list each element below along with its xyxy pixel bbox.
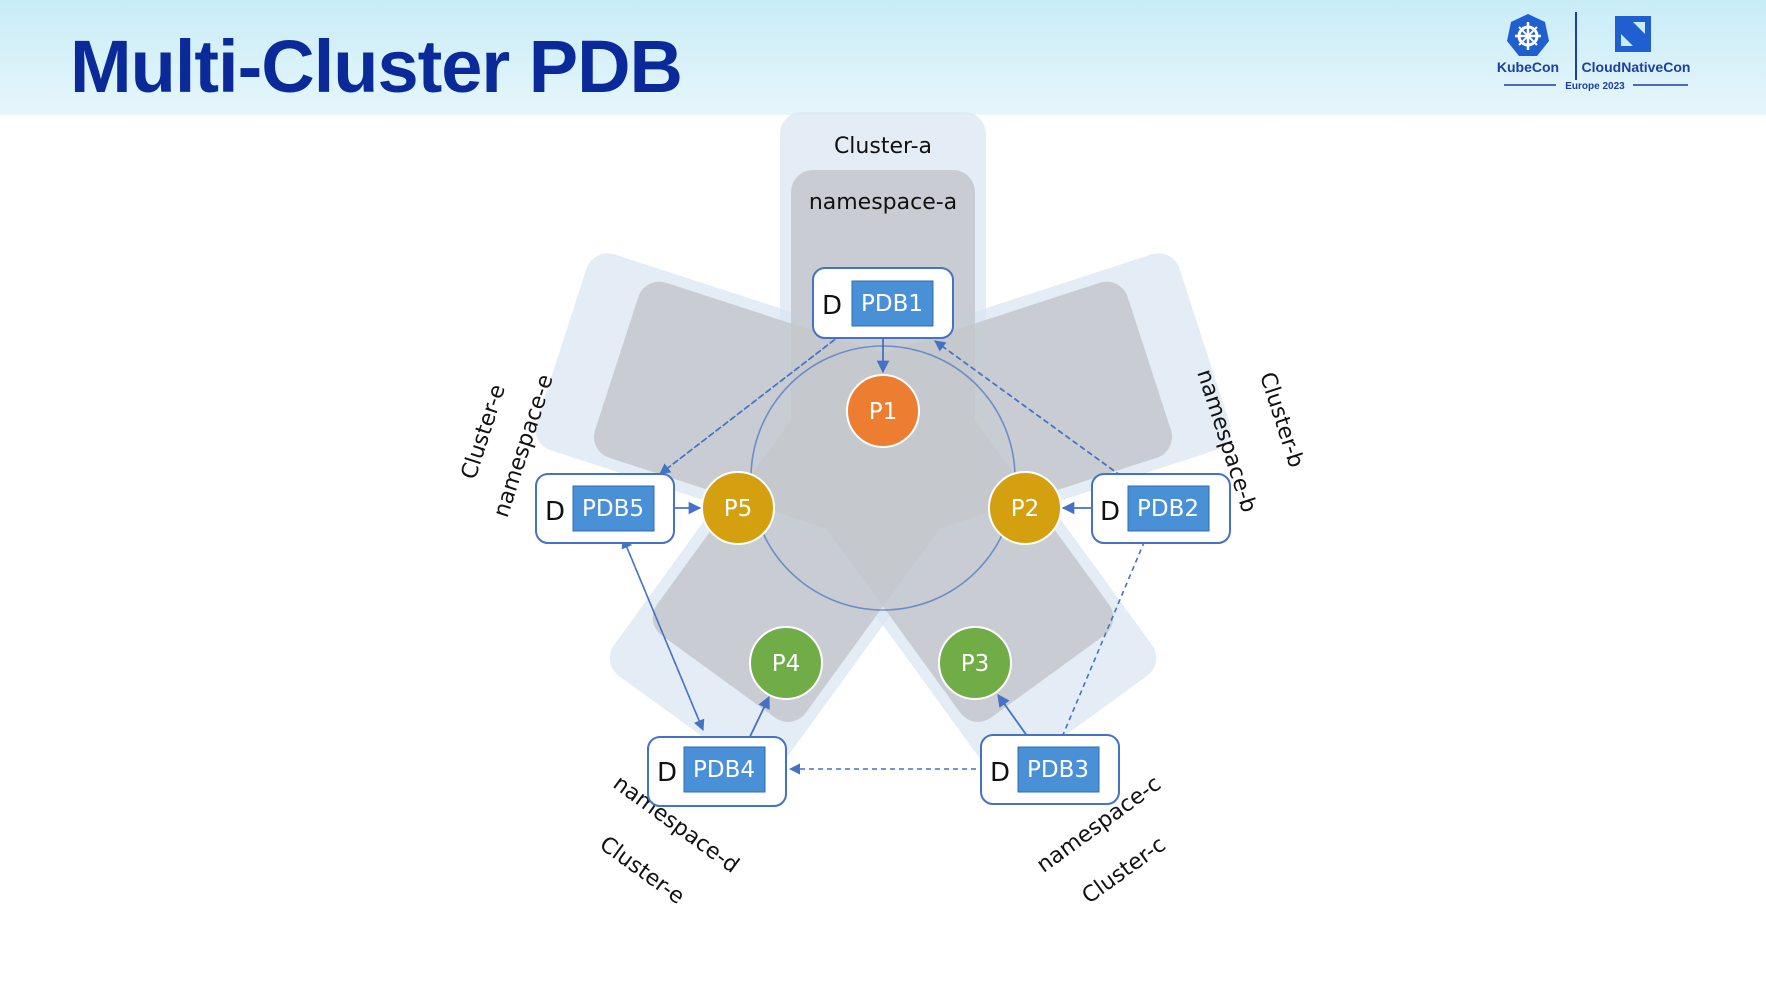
pdb1-d-label: D [822,291,842,321]
namespace-a-label: namespace-a [809,190,957,215]
pdb5-label: PDB5 [582,496,644,522]
sync-arrow-pdb4-pdb5 [621,536,704,731]
page-title: Multi-Cluster PDB [70,25,683,108]
kubecon-label: KubeCon [1497,59,1559,75]
pods: P1 P2 P3 P4 P5 [701,374,1062,700]
cloudnativecon-icon [1615,16,1651,52]
cluster-a-label: Cluster-a [834,134,932,159]
header-banner: Multi-Cluster PDB KubeCon CloudNativeCon… [0,0,1766,115]
pdb5-node[interactable]: D PDB5 [535,473,675,544]
pdb4-d-label: D [657,758,677,788]
pdb-boxes: D PDB1 D PDB2 D PDB3 D PDB4 D PDB5 [535,267,1231,807]
pdb2-d-label: D [1100,497,1120,527]
cluster-d-label: Cluster-e [595,832,689,910]
pod-p3-label: P3 [961,651,990,677]
sync-line-pdb2-pdb3 [1059,532,1149,743]
pod-p1[interactable]: P1 [846,374,920,448]
event-label: Europe 2023 [1565,81,1625,92]
pod-p2-label: P2 [1011,496,1040,522]
pdb3-label: PDB3 [1027,757,1089,783]
kubecon-helm-icon [1507,14,1549,56]
cluster-b-label: Cluster-b [1254,369,1308,470]
pdb3-node[interactable]: D PDB3 [980,734,1120,805]
pod-p4[interactable]: P4 [749,626,823,700]
pdb5-d-label: D [545,497,565,527]
pod-p2[interactable]: P2 [988,471,1062,545]
pdb4-node[interactable]: D PDB4 [647,736,787,807]
pdb1-node[interactable]: D PDB1 [812,267,954,339]
pod-p5[interactable]: P5 [701,471,775,545]
kubecon-logo: KubeCon CloudNativeCon Europe 2023 [1497,12,1691,92]
pod-p3[interactable]: P3 [938,626,1012,700]
pdb2-node[interactable]: D PDB2 [1091,473,1231,544]
pdb2-label: PDB2 [1137,496,1199,522]
cloudnativecon-label: CloudNativeCon [1582,59,1691,75]
arrow-pdb3-p3 [997,693,1031,741]
pod-p5-label: P5 [724,496,753,522]
pdb3-d-label: D [990,758,1010,788]
pod-p4-label: P4 [772,651,801,677]
pdb4-label: PDB4 [693,757,755,783]
sync-arrows [621,323,1149,775]
pod-p1-label: P1 [869,399,898,425]
pdb1-label: PDB1 [861,291,923,317]
